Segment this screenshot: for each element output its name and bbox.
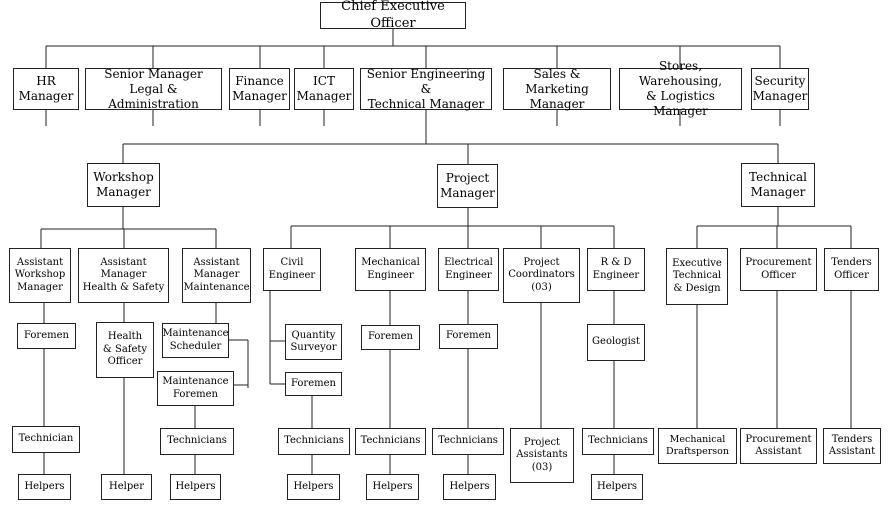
procurement-assistant-box: Procurement Assistant <box>740 428 817 464</box>
electrical-helpers-box: Helpers <box>443 474 496 500</box>
civil-technicians-box: Technicians <box>278 428 350 455</box>
sales-marketing-manager-box: Sales & Marketing Manager <box>503 67 611 111</box>
project-coordinators-box: Project Coordinators (03) <box>503 248 580 303</box>
technician-box: Technician <box>12 426 80 453</box>
assistant-maintenance-box: Assistant Manager Maintenance <box>182 248 251 303</box>
hs-helper-box: Helper <box>101 474 152 500</box>
engineering-manager-box: Senior Engineering & Technical Manager <box>360 67 492 111</box>
legal-admin-manager-box: Senior Manager Legal & Administration <box>85 67 222 111</box>
civil-foremen-box: Foremen <box>285 372 342 396</box>
foremen-box: Foremen <box>17 323 76 349</box>
civil-helpers-box: Helpers <box>287 474 340 500</box>
ceo-box: Chief Executive Officer <box>320 0 466 31</box>
procurement-officer-box: Procurement Officer <box>740 248 817 291</box>
maintenance-technicians-box: Technicians <box>160 428 234 455</box>
mechanical-helpers-box: Helpers <box>366 474 419 500</box>
mechanical-engineer-box: Mechanical Engineer <box>355 248 426 291</box>
tenders-officer-box: Tenders Officer <box>824 248 879 291</box>
workshop-helpers-box: Helpers <box>18 474 71 500</box>
technical-manager-box: Technical Manager <box>741 163 815 207</box>
assistant-workshop-manager-box: Assistant Workshop Manager <box>9 248 71 303</box>
geologist-box: Geologist <box>587 324 645 361</box>
hr-manager-box: HR Manager <box>13 68 79 110</box>
tenders-assistant-box: Tenders Assistant <box>823 428 881 464</box>
finance-manager-box: Finance Manager <box>229 68 290 110</box>
executive-technical-design-box: Executive Technical & Design <box>666 248 728 305</box>
mechanical-draftsperson-box: Mechanical Draftsperson <box>658 428 737 464</box>
project-assistants-box: Project Assistants (03) <box>510 428 574 483</box>
health-safety-officer-box: Health & Safety Officer <box>96 322 154 378</box>
rnd-technicians-box: Technicians <box>582 428 654 455</box>
maintenance-foremen-box: Maintenance Foremen <box>157 371 234 406</box>
assistant-health-safety-box: Assistant Manager Health & Safety <box>78 248 169 303</box>
security-manager-box: Security Manager <box>751 68 809 110</box>
electrical-foremen-box: Foremen <box>439 324 498 349</box>
mechanical-foremen-box: Foremen <box>361 325 420 350</box>
rnd-engineer-box: R & D Engineer <box>587 248 645 291</box>
electrical-technicians-box: Technicians <box>432 428 504 455</box>
maintenance-scheduler-box: Maintenance Scheduler <box>162 323 229 358</box>
civil-engineer-box: Civil Engineer <box>263 248 321 291</box>
mechanical-technicians-box: Technicians <box>355 428 426 455</box>
workshop-manager-box: Workshop Manager <box>87 163 160 207</box>
maintenance-helpers-box: Helpers <box>170 474 221 500</box>
ict-manager-box: ICT Manager <box>294 68 354 110</box>
project-manager-box: Project Manager <box>437 164 498 208</box>
rnd-helpers-box: Helpers <box>591 474 643 500</box>
electrical-engineer-box: Electrical Engineer <box>438 248 499 291</box>
quantity-surveyor-box: Quantity Surveyor <box>285 324 342 360</box>
stores-logistics-manager-box: Stores, Warehousing, & Logistics Manager <box>619 59 742 118</box>
